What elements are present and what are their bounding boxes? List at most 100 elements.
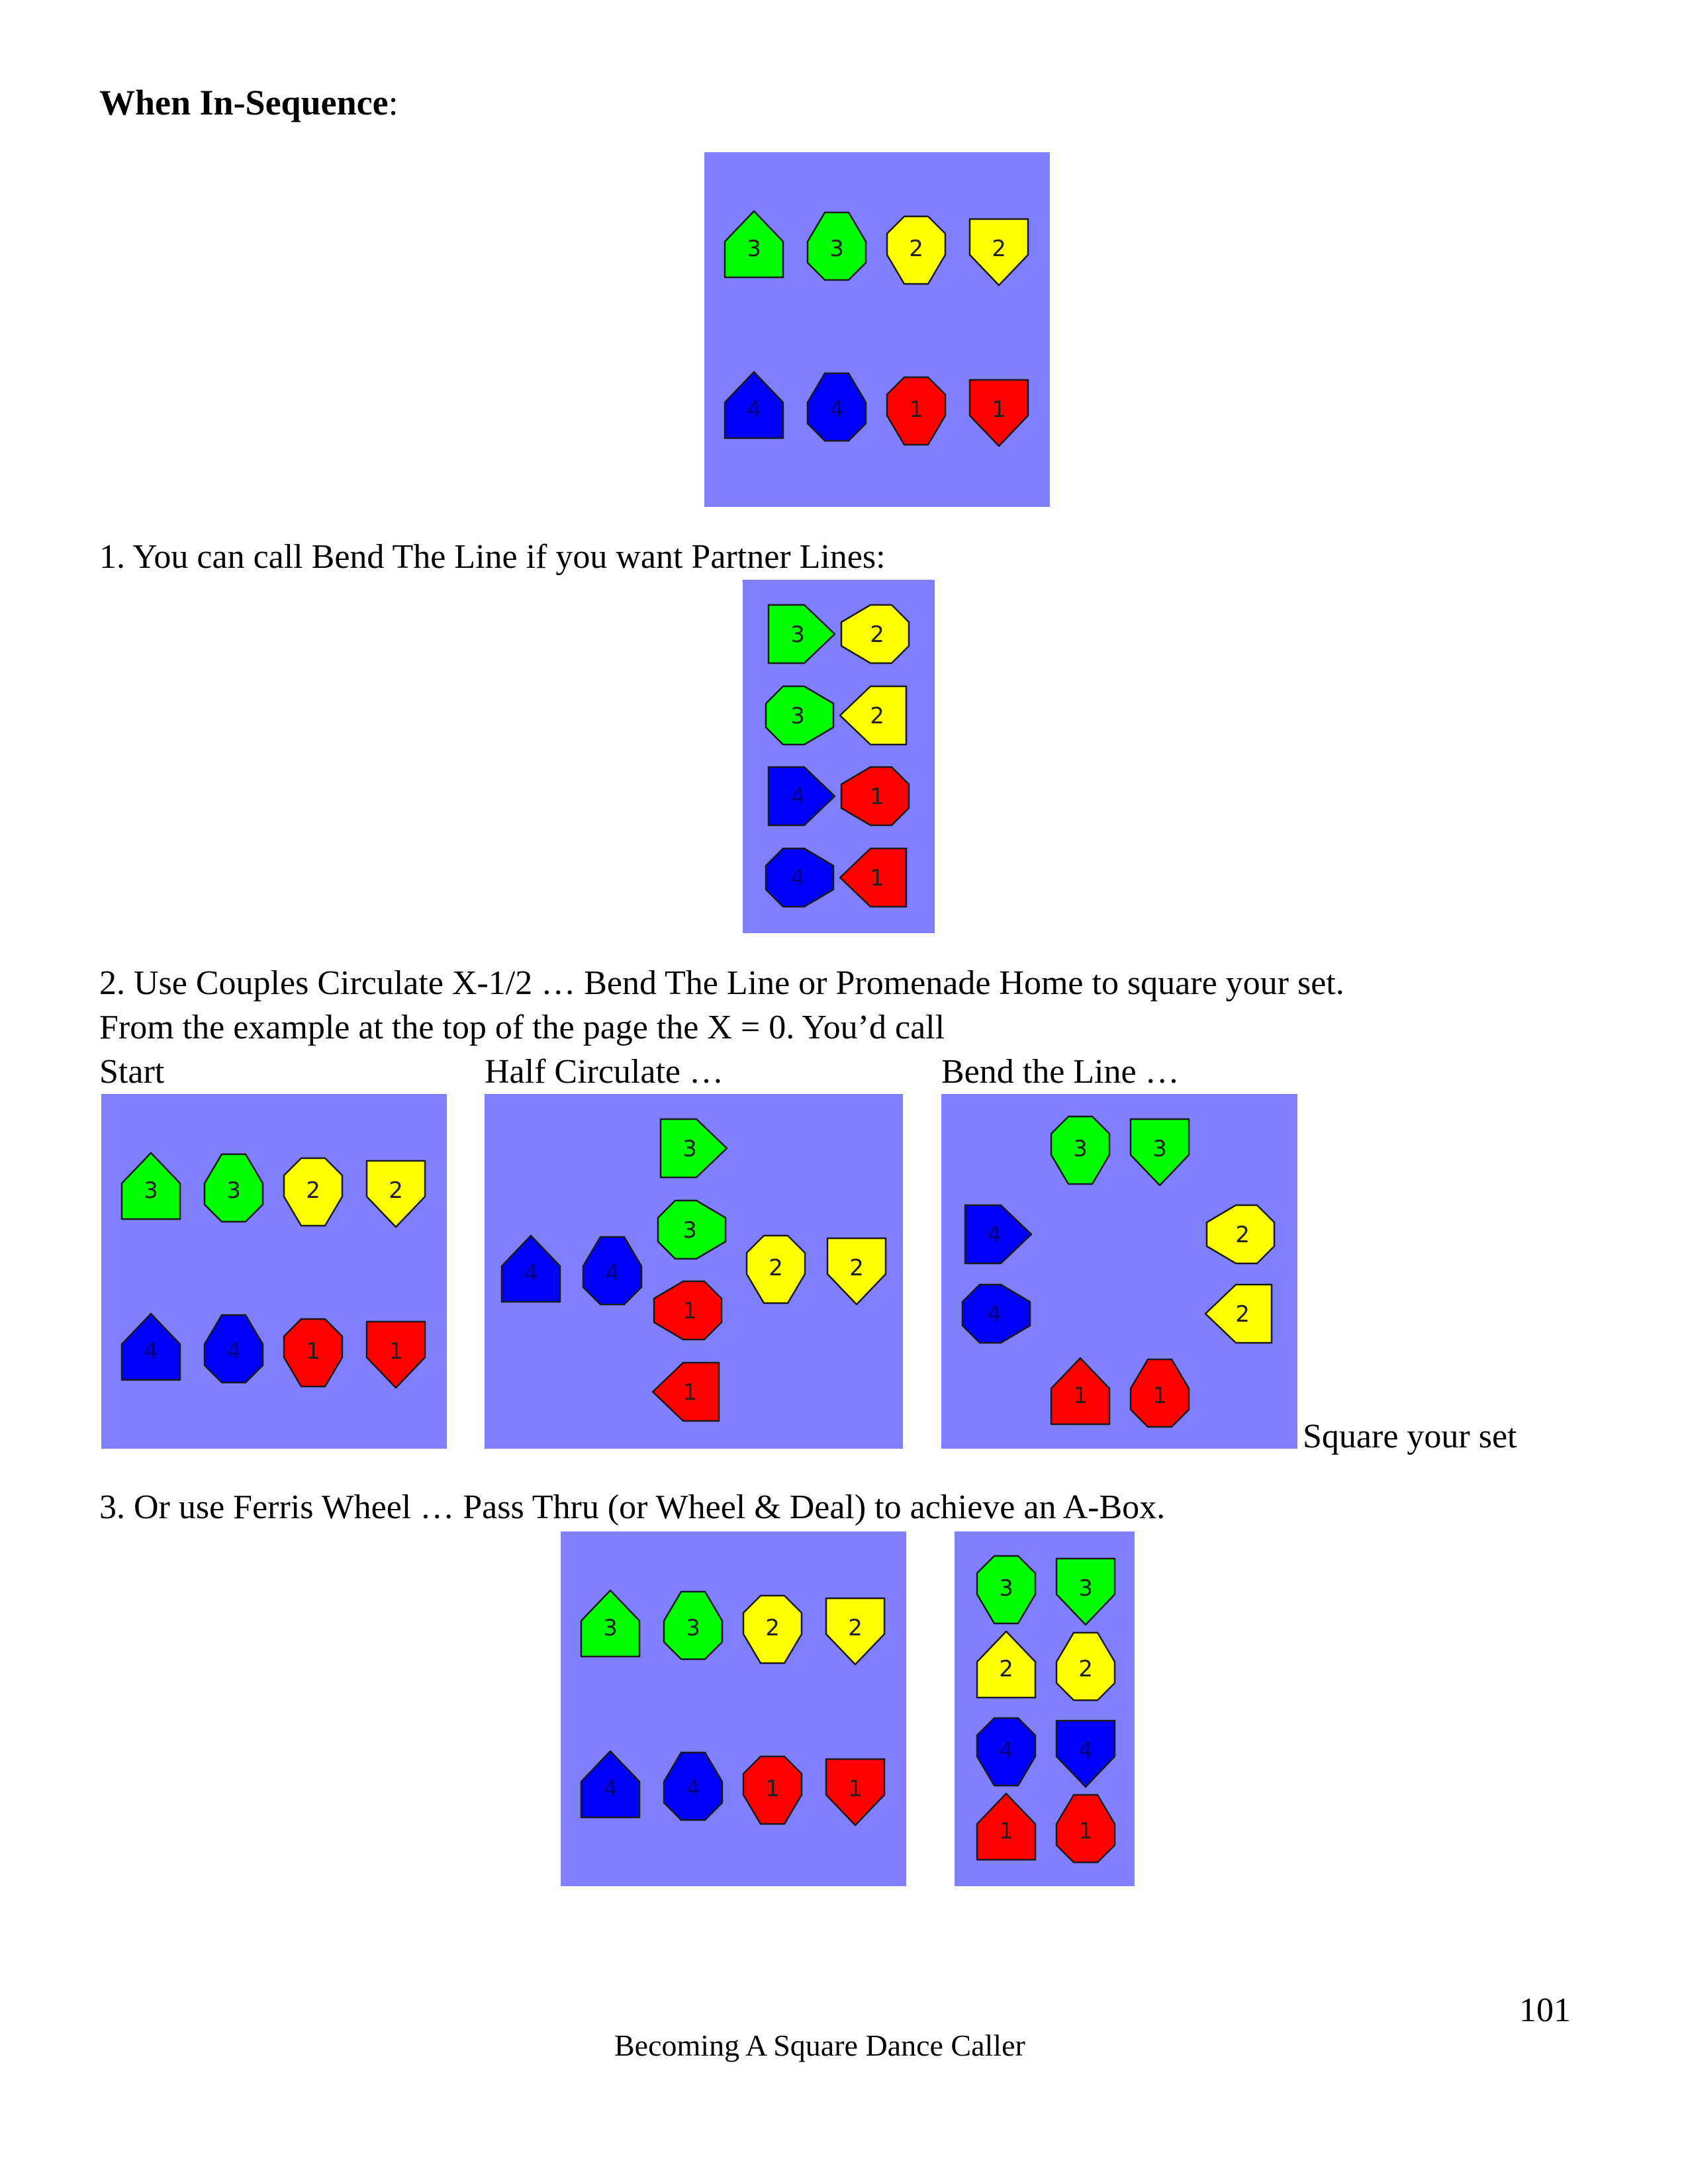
- girl-shape: [1129, 1358, 1190, 1428]
- dancer-1-girl: 1: [1055, 1794, 1116, 1864]
- dancer-2-boy: 2: [825, 1597, 886, 1666]
- boy-shape: [1204, 1283, 1273, 1344]
- boy-shape: [839, 685, 908, 746]
- step-2-line-2: From the example at the top of the page …: [99, 1009, 945, 1046]
- boy-shape: [120, 1312, 181, 1381]
- dancer-1-boy: 1: [365, 1320, 426, 1389]
- dancer-number: 4: [790, 865, 805, 891]
- dancer-number: 3: [790, 621, 805, 648]
- girl-shape: [283, 1318, 344, 1388]
- dancer-3-boy: 3: [120, 1152, 181, 1220]
- dancer-2-girl: 2: [886, 215, 947, 285]
- dancer-2-girl: 2: [1055, 1631, 1116, 1702]
- dancer-1-girl: 1: [283, 1318, 344, 1388]
- dancer-4-boy: 4: [964, 1204, 1033, 1265]
- girl-shape: [742, 1755, 803, 1825]
- dancer-4-girl: 4: [663, 1751, 724, 1821]
- dancer-number: 3: [144, 1177, 158, 1204]
- dancer-3-boy: 3: [724, 210, 784, 279]
- dancer-2-girl: 2: [742, 1594, 803, 1664]
- step-3-text: 3. Or use Ferris Wheel … Pass Thru (or W…: [99, 1488, 1166, 1526]
- dancer-3-girl: 3: [657, 1199, 727, 1260]
- dancer-number: 3: [1152, 1136, 1167, 1162]
- dancer-2-girl: 2: [1205, 1204, 1276, 1265]
- boy-shape: [659, 1118, 728, 1179]
- boy-shape: [964, 1204, 1033, 1265]
- section-heading: When In-Sequence:: [99, 85, 399, 120]
- dancer-number: 3: [790, 703, 805, 729]
- girl-shape: [961, 1283, 1031, 1344]
- dancer-number: 2: [992, 236, 1006, 262]
- boy-shape: [651, 1361, 720, 1422]
- heading-colon: :: [388, 83, 399, 122]
- dancer-number: 2: [870, 621, 884, 648]
- dancer-number: 4: [987, 1301, 1002, 1328]
- dancer-number: 2: [769, 1255, 783, 1281]
- dancer-number: 4: [987, 1222, 1002, 1248]
- boy-shape: [1129, 1118, 1190, 1187]
- dancer-number: 4: [999, 1737, 1013, 1764]
- dancer-number: 4: [524, 1260, 538, 1287]
- dancer-number: 2: [765, 1615, 780, 1641]
- dance-floor: [561, 1531, 906, 1886]
- dancer-1-boy: 1: [976, 1792, 1037, 1861]
- girl-shape: [1205, 1204, 1276, 1265]
- dancer-number: 3: [682, 1217, 697, 1244]
- dancer-3-girl: 3: [203, 1153, 264, 1223]
- boy-shape: [976, 1792, 1037, 1861]
- dancer-number: 3: [747, 236, 761, 262]
- dancer-number: 3: [829, 236, 844, 262]
- dancer-4-girl: 4: [961, 1283, 1031, 1344]
- girl-shape: [840, 766, 910, 827]
- dancer-3-girl: 3: [663, 1590, 724, 1661]
- dance-floor: [704, 152, 1050, 507]
- dancer-number: 2: [849, 1255, 864, 1281]
- dancer-2-boy: 2: [826, 1237, 887, 1306]
- boy-shape: [826, 1237, 887, 1306]
- dancer-number: 2: [306, 1177, 320, 1204]
- dancer-number: 4: [605, 1260, 620, 1287]
- dancer-1-girl: 1: [886, 376, 947, 446]
- dancer-4-boy: 4: [767, 766, 836, 827]
- girl-shape: [663, 1590, 724, 1661]
- girl-shape: [1055, 1631, 1116, 1702]
- step-2-line-1: 2. Use Couples Circulate X-1/2 … Bend Th…: [99, 964, 1344, 1002]
- girl-shape: [886, 215, 947, 285]
- dancer-number: 1: [682, 1298, 697, 1324]
- dancer-4-boy: 4: [724, 371, 784, 439]
- boy-shape: [968, 379, 1029, 447]
- dancer-number: 1: [870, 865, 884, 891]
- dancer-1-boy: 1: [1050, 1357, 1111, 1426]
- dancer-4-girl: 4: [765, 847, 835, 908]
- dancer-1-girl: 1: [653, 1280, 723, 1341]
- dancer-3-boy: 3: [1129, 1118, 1190, 1187]
- dancer-number: 3: [226, 1177, 241, 1204]
- boy-shape: [839, 847, 908, 908]
- dancer-1-boy: 1: [839, 847, 908, 908]
- dancer-number: 1: [1078, 1818, 1093, 1844]
- boy-shape: [500, 1234, 561, 1303]
- girl-shape: [765, 685, 835, 746]
- dancer-4-girl: 4: [976, 1717, 1037, 1787]
- dancer-3-boy: 3: [1055, 1557, 1116, 1626]
- dancer-number: 2: [870, 703, 884, 729]
- dancer-number: 1: [682, 1379, 697, 1406]
- dancer-4-boy: 4: [580, 1750, 641, 1819]
- dancer-number: 4: [829, 396, 844, 423]
- dancer-2-boy: 2: [1204, 1283, 1273, 1344]
- dancer-number: 1: [848, 1776, 863, 1802]
- dancer-2-boy: 2: [968, 218, 1029, 287]
- girl-shape: [976, 1717, 1037, 1787]
- dancer-2-boy: 2: [839, 685, 908, 746]
- dancer-number: 4: [790, 784, 805, 810]
- girl-shape: [840, 604, 910, 664]
- caption-start: Start: [99, 1053, 165, 1091]
- dancer-number: 1: [306, 1338, 320, 1365]
